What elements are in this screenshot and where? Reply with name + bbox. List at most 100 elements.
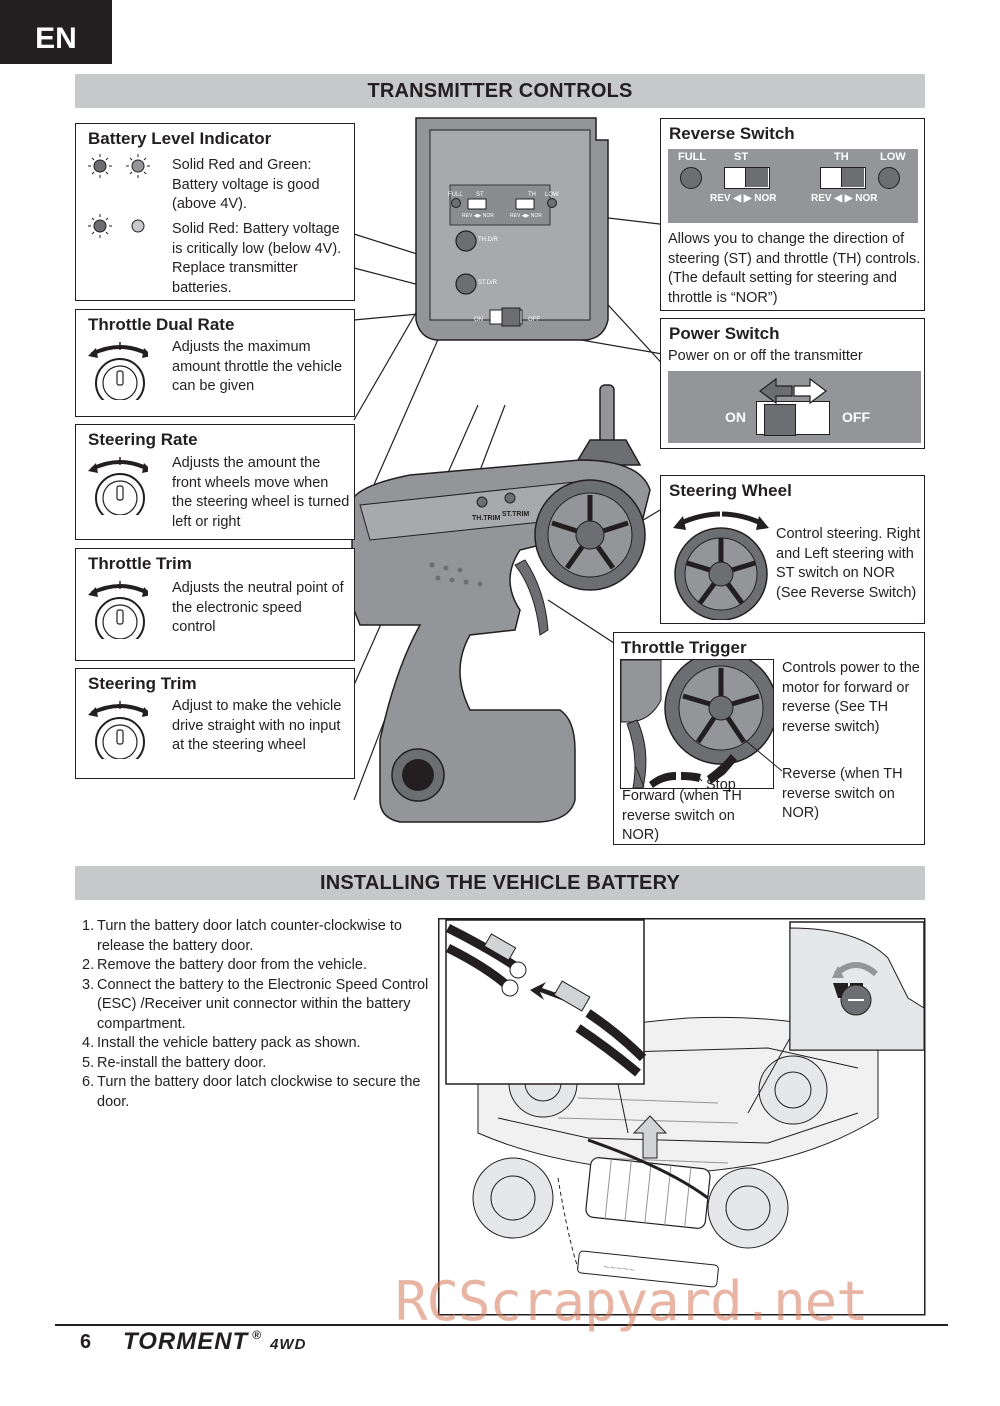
battery-install-steps: 1.Turn the battery door latch counter-cl…: [82, 917, 432, 1112]
steering-wheel-callout: Steering Wheel Control steering. Right a…: [660, 475, 925, 624]
transmitter-diagram: FULL ST TH LOW REV ◀▶ NOR REV ◀▶ NOR TH.…: [351, 117, 669, 823]
battery-install-header: INSTALLING THE VEHICLE BATTERY: [75, 866, 925, 900]
led-red-lit-icon: [88, 154, 112, 178]
trigger-leader-lines: [635, 730, 783, 788]
throttle-dual-rate-text: Adjusts the maximum amount throttle the …: [172, 339, 343, 394]
brand-name: TORMENT: [123, 1328, 249, 1355]
battery-pack-icon: [585, 1157, 711, 1229]
led-green-lit-icon: [126, 154, 150, 178]
th-rev-nor-label: REV ◀ ▶ NOR: [811, 193, 878, 204]
battery-level-title: Battery Level Indicator: [88, 129, 272, 148]
throttle-trigger-callout: Throttle Trigger Controls power to the m…: [613, 632, 925, 845]
svg-text:~~~~~: ~~~~~: [602, 1261, 636, 1276]
throttle-trigger-text: Controls power to the motor for forward …: [782, 660, 920, 735]
full-label: FULL: [678, 151, 707, 163]
connector-inset: [445, 919, 647, 1085]
step-number: 5.: [82, 1054, 95, 1071]
registered-mark: ®: [252, 1328, 263, 1342]
step-item: 3.Connect the battery to the Electronic …: [82, 976, 432, 1035]
watermark-text: RCScrapyard.net: [395, 1270, 869, 1333]
st-reverse-switch[interactable]: [724, 167, 770, 189]
low-led-icon: [878, 167, 900, 189]
forward-label: Forward (when TH reverse switch on NOR): [622, 788, 742, 843]
steering-wheel-text: Control steering. Right and Left steerin…: [776, 526, 921, 601]
reverse-label: Reverse (when TH reverse switch on NOR): [782, 766, 903, 821]
steering-wheel-icon: [673, 508, 769, 620]
tx-on-label: ON: [474, 317, 483, 323]
led-off-icon: [131, 219, 145, 233]
step-text: Remove the battery door from the vehicle…: [97, 957, 367, 973]
language-tab-label: EN: [35, 22, 77, 55]
footer-rule: [55, 1324, 948, 1326]
dial-knob-icon: [88, 342, 148, 400]
throttle-trigger-title: Throttle Trigger: [621, 638, 747, 657]
step-item: 5.Re-install the battery door.: [82, 1054, 432, 1074]
full-led-icon: [680, 167, 702, 189]
th-label: TH: [834, 151, 849, 163]
transmitter-controls-header: TRANSMITTER CONTROLS: [75, 74, 925, 108]
low-label: LOW: [880, 151, 906, 163]
tx-low-label: LOW: [545, 192, 559, 198]
tx-th-trim-label: TH.TRIM: [472, 515, 501, 522]
tx-off-label: OFF: [528, 317, 540, 323]
transmitter-side-view: TH.TRIM ST.TRIM: [351, 384, 651, 823]
steering-wheel-title: Steering Wheel: [669, 481, 792, 500]
tx-st-dr-label: ST.D/R: [478, 280, 498, 286]
tx-rev-nor-st: REV ◀▶ NOR: [462, 213, 494, 219]
steering-rate-title: Steering Rate: [88, 430, 198, 449]
power-switch-title: Power Switch: [669, 324, 780, 343]
stop-label: Stop: [706, 777, 736, 793]
reverse-switch-title: Reverse Switch: [669, 124, 795, 143]
power-switch[interactable]: [756, 401, 830, 436]
step-item: 4.Install the vehicle battery pack as sh…: [82, 1034, 432, 1054]
step-text: Connect the battery to the Electronic Sp…: [97, 976, 429, 1032]
step-text: Install the vehicle battery pack as show…: [97, 1035, 361, 1051]
throttle-trim-text: Adjusts the neutral point of the electro…: [172, 580, 344, 635]
th-reverse-switch[interactable]: [820, 167, 866, 189]
throttle-dual-rate-title: Throttle Dual Rate: [88, 315, 235, 334]
step-text: Turn the battery door latch counter-cloc…: [97, 918, 402, 954]
dial-knob-icon: [88, 701, 148, 759]
steering-rate-text: Adjusts the amount the front wheels move…: [172, 455, 350, 530]
battery-level-callout: Battery Level Indicator: [75, 123, 355, 301]
section-title: INSTALLING THE VEHICLE BATTERY: [319, 872, 681, 894]
throttle-trim-callout: Throttle Trim Adjusts the neutral point …: [75, 548, 355, 661]
insert-arrow-icon: [632, 1115, 668, 1159]
throttle-trim-title: Throttle Trim: [88, 554, 192, 573]
dial-knob-icon: [88, 457, 148, 515]
step-number: 1.: [82, 918, 95, 934]
steering-trim-title: Steering Trim: [88, 674, 197, 693]
tx-full-label: FULL: [448, 192, 463, 198]
reverse-switch-callout: Reverse Switch FULL ST TH LOW REV ◀ ▶ NO…: [660, 118, 925, 311]
power-switch-callout: Power Switch Power on or off the transmi…: [660, 318, 925, 449]
vehicle-battery-illustration: ~~~~~: [438, 918, 926, 1316]
tx-st-label: ST: [476, 192, 484, 198]
steering-trim-callout: Steering Trim Adjust to make the vehicle…: [75, 668, 355, 779]
model-badge: 4WD: [270, 1336, 307, 1353]
battery-door-icon: ~~~~~: [577, 1250, 719, 1288]
steering-rate-callout: Steering Rate Adjusts the amount the fro…: [75, 424, 355, 540]
brand-logo: TORMENT® 4WD: [123, 1328, 306, 1356]
st-rev-nor-label: REV ◀ ▶ NOR: [710, 193, 777, 204]
step-item: 6.Turn the battery door latch clockwise …: [82, 1073, 432, 1112]
page-number: 6: [80, 1331, 92, 1353]
latch-inset: [789, 921, 925, 1051]
step-number: 2.: [82, 957, 95, 973]
battery-low-text: Solid Red: Battery voltage is critically…: [172, 221, 342, 296]
throttle-trigger-illustration: [620, 659, 774, 789]
battery-good-text: Solid Red and Green: Battery voltage is …: [172, 157, 320, 212]
tx-rev-nor-th: REV ◀▶ NOR: [510, 213, 542, 219]
section-title: TRANSMITTER CONTROLS: [367, 80, 633, 102]
power-switch-text: Power on or off the transmitter: [668, 348, 863, 364]
off-label: OFF: [842, 409, 870, 425]
dial-knob-icon: [88, 581, 148, 639]
step-text: Turn the battery door latch clockwise to…: [97, 1074, 421, 1110]
reverse-switch-panel: FULL ST TH LOW REV ◀ ▶ NOR REV ◀ ▶ NOR: [668, 149, 918, 223]
led-indicator-icons: [88, 154, 150, 238]
power-switch-panel: ON OFF: [668, 371, 921, 443]
tx-th-label: TH: [528, 192, 536, 198]
step-item: 1.Turn the battery door latch counter-cl…: [82, 917, 432, 956]
step-number: 4.: [82, 1035, 95, 1051]
step-number: 6.: [82, 1074, 95, 1090]
tx-st-trim-label: ST.TRIM: [502, 511, 529, 518]
